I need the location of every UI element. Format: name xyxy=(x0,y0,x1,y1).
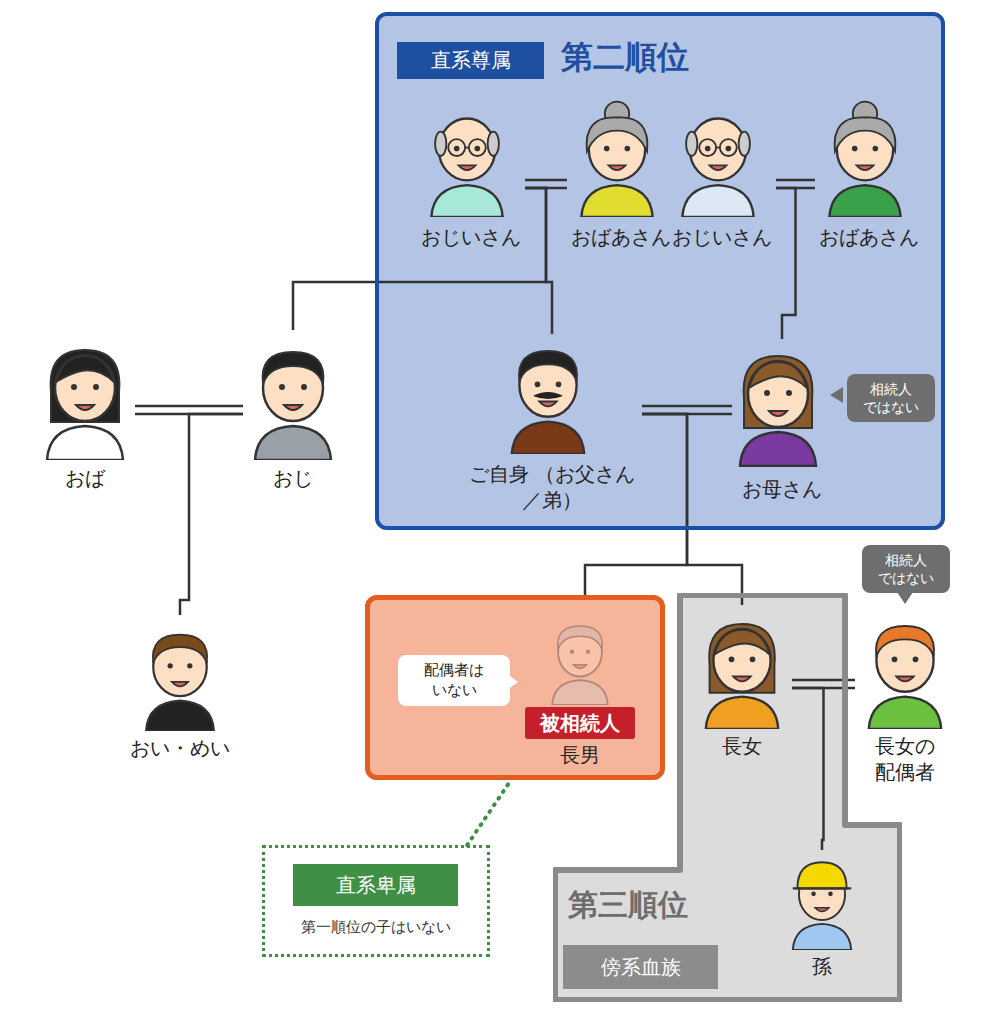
person-name: おじいさん xyxy=(672,224,772,250)
region-fill xyxy=(365,595,665,780)
person-node: 孫 xyxy=(772,850,872,979)
person-figure xyxy=(581,102,652,217)
person-name: おばあさん xyxy=(571,224,671,250)
person-figure xyxy=(255,352,331,460)
speech-bubble: 相続人 ではない xyxy=(847,374,935,422)
descent-line xyxy=(642,414,742,605)
person-node: おい・めい xyxy=(126,615,234,761)
person-node: おじいさん xyxy=(668,99,776,250)
speech-bubble: 相続人 ではない xyxy=(862,545,950,593)
person-node: 長女の 配偶者 xyxy=(855,605,955,785)
region-label: 直系卑属 xyxy=(293,864,458,906)
person-node: おじいさん xyxy=(417,99,525,250)
person-node: おじ xyxy=(243,330,343,491)
person-node: おばあさん xyxy=(815,99,923,250)
region-label: 第三順位 xyxy=(568,885,688,926)
speech-bubble: 配偶者は いない xyxy=(398,655,510,706)
person-name: おい・めい xyxy=(130,735,230,761)
region-fill xyxy=(375,12,945,530)
deceased-box: 被相続人長男 配偶者は いない xyxy=(365,595,665,780)
region-label: 直系尊属 xyxy=(397,42,544,79)
bubble-text: 相続人 ではない xyxy=(851,380,931,416)
region-label: 被相続人 xyxy=(525,707,635,739)
bubble-text: 相続人 ではない xyxy=(866,551,946,587)
region-fill xyxy=(262,845,490,957)
person-figure xyxy=(869,626,941,729)
descent-line xyxy=(585,414,687,595)
person-figure xyxy=(829,102,900,217)
person-name: おじ xyxy=(273,465,313,491)
person-figure xyxy=(740,356,816,466)
person-node: お母さん xyxy=(732,339,832,502)
person-node: ご自身 （お父さん／弟） xyxy=(462,334,642,513)
order-region: 第三順位傍系血族 長女孫 xyxy=(553,593,902,1002)
person-name: おば xyxy=(65,465,105,491)
person-figure xyxy=(431,118,502,217)
person-figure xyxy=(682,118,753,217)
person-figure xyxy=(146,635,214,731)
bubble-tail xyxy=(830,387,843,403)
person-figure xyxy=(47,350,123,460)
person-node: 長女 xyxy=(692,605,792,759)
person-node: おば xyxy=(35,330,135,491)
bubble-text: 配偶者は いない xyxy=(402,661,506,700)
person-figure xyxy=(552,626,608,705)
person-node: おばあさん xyxy=(567,99,675,250)
leader-line xyxy=(467,783,509,845)
descent-line xyxy=(792,688,824,850)
descent-line xyxy=(180,414,243,615)
bubble-tail xyxy=(897,592,913,604)
descent-line xyxy=(776,188,796,339)
person-name: 孫 xyxy=(812,953,832,979)
region-fill xyxy=(555,595,900,1000)
person-name: 長女の 配偶者 xyxy=(870,733,940,785)
region-label: 傍系血族 xyxy=(563,945,718,989)
region-label: 長男 xyxy=(530,742,630,769)
callout-box: 直系卑属第一順位の子はいない xyxy=(262,845,490,957)
descent-line xyxy=(293,188,546,330)
region-label: 第二順位 xyxy=(561,36,689,80)
person-name: おじいさん xyxy=(421,224,521,250)
person-name: ご自身 （お父さん／弟） xyxy=(466,461,638,513)
person-figure xyxy=(706,624,778,729)
mustache xyxy=(533,392,563,399)
person-name: 長女 xyxy=(722,733,762,759)
descent-line xyxy=(525,188,552,334)
region-label: 第一順位の子はいない xyxy=(265,918,487,937)
person-name: お母さん xyxy=(742,476,822,502)
order-region: 直系尊属第二順位おじいさんおばあさんおじいさんおばあさんご自身 （お父さん／弟）… xyxy=(375,12,945,530)
person-name: おばあさん xyxy=(819,224,919,250)
region-outline xyxy=(555,595,900,1000)
person-figure xyxy=(793,862,851,950)
region-outline xyxy=(553,593,902,1002)
person-figure xyxy=(512,351,584,454)
